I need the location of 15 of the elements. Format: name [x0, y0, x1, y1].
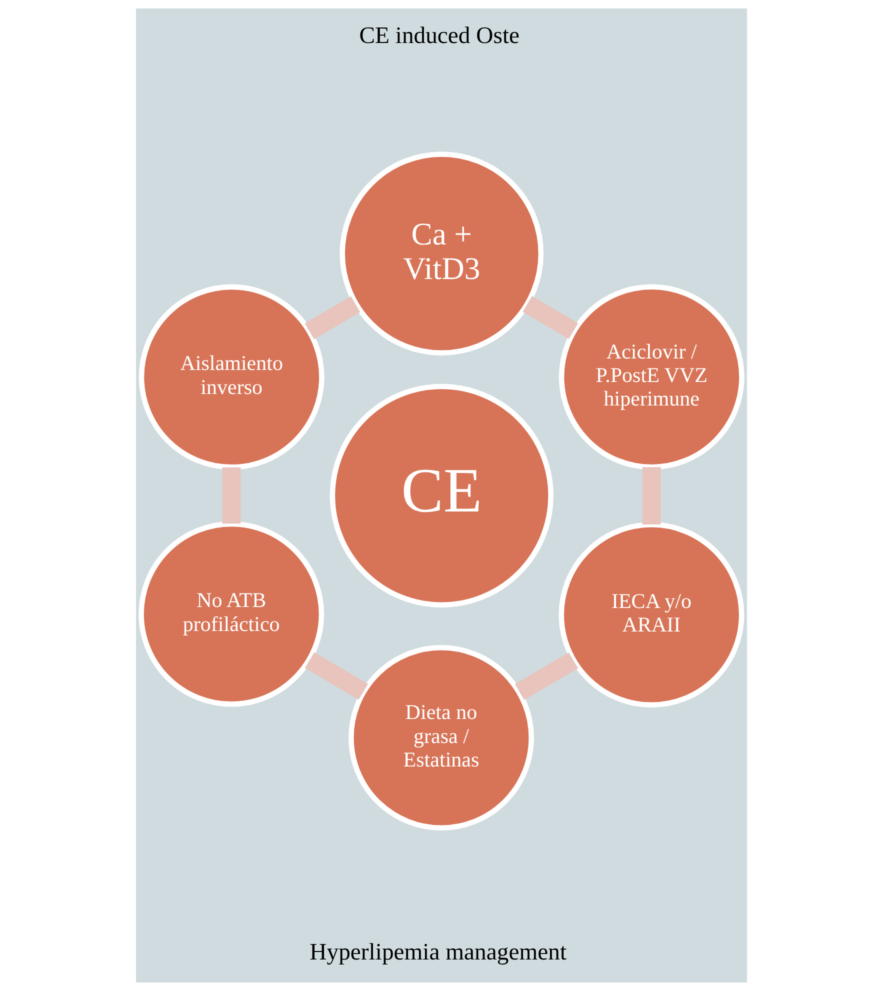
node-circle: CE	[329, 384, 553, 608]
connector	[304, 652, 368, 700]
node-circle: Dieta no grasa / Estatinas	[348, 645, 534, 830]
connector	[514, 652, 578, 700]
connector	[222, 467, 240, 524]
label: Hyperlipemia management	[309, 939, 566, 966]
node-circle: Aciclovir / P.PostE VVZ hiperimune	[558, 284, 744, 470]
connector	[304, 296, 360, 340]
connector	[522, 296, 578, 339]
node-circle: No ATB profiláctico	[138, 521, 324, 707]
node-circle: Aislamiento inverso	[138, 284, 324, 470]
connector	[642, 467, 660, 525]
node-circle: IECA y/o ARAII	[558, 522, 744, 708]
label: CE induced Oste	[358, 23, 520, 50]
node-circle: Ca + VitD3	[339, 152, 544, 356]
